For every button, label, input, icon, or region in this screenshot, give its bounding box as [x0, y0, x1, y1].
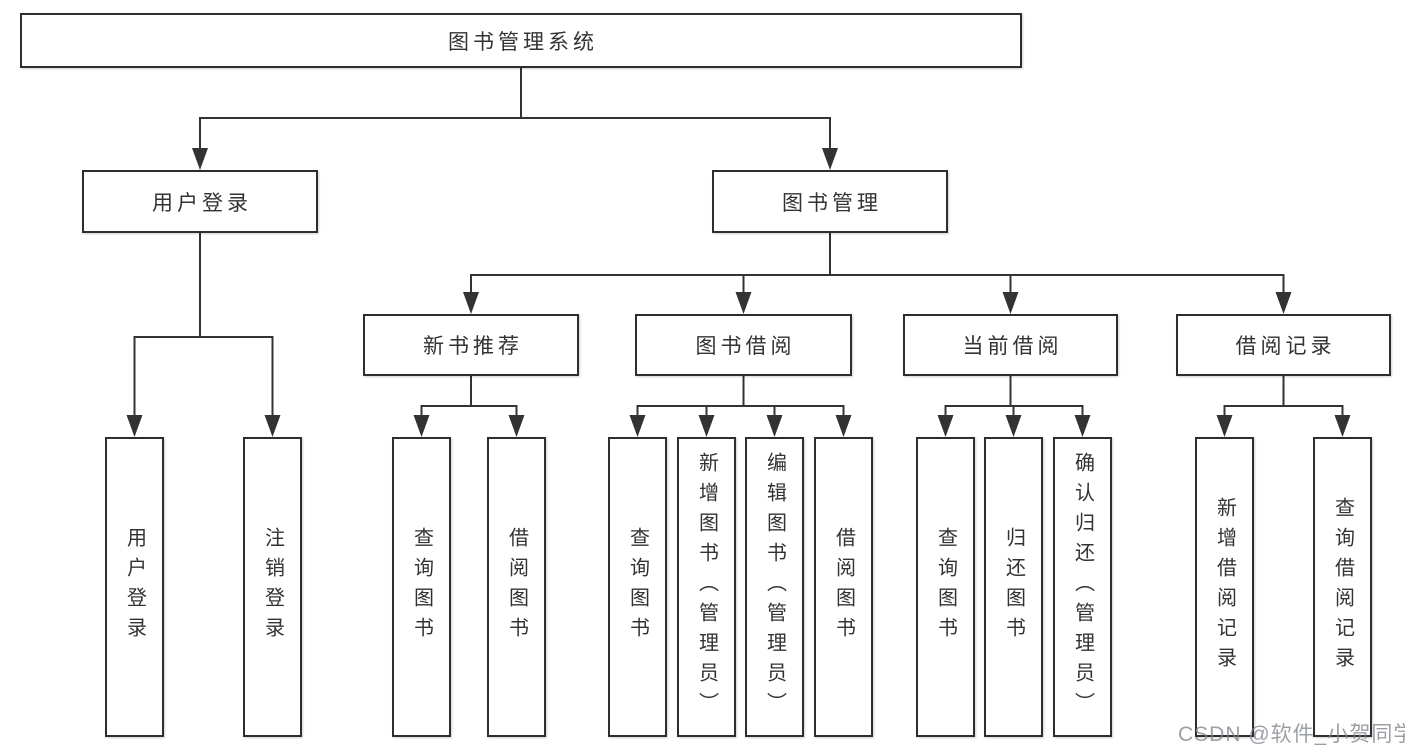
- watermark: CSDN @软件_小贺同学: [1178, 723, 1405, 746]
- node-leaf-borrow-books-recommend: 借阅图书: [487, 437, 546, 737]
- node-leaf-query-books-borrow: 查询图书: [608, 437, 667, 737]
- node-leaf-add-book-admin: 新增图书（管理员）: [677, 437, 736, 737]
- node-leaf-logout-login: 注销登录: [243, 437, 302, 737]
- node-new-book-recommend: 新书推荐: [363, 314, 579, 376]
- node-leaf-edit-book-admin: 编辑图书（管理员）: [745, 437, 804, 737]
- node-book-borrow: 图书借阅: [635, 314, 852, 376]
- node-leaf-query-books-current: 查询图书: [916, 437, 975, 737]
- node-book-management: 图书管理: [712, 170, 948, 233]
- node-leaf-confirm-return-admin: 确认归还（管理员）: [1053, 437, 1112, 737]
- node-leaf-query-books-recommend: 查询图书: [392, 437, 451, 737]
- node-leaf-add-borrow-record: 新增借阅记录: [1195, 437, 1254, 737]
- node-leaf-user-login: 用户登录: [105, 437, 164, 737]
- node-root: 图书管理系统: [20, 13, 1022, 68]
- node-user-login: 用户登录: [82, 170, 318, 233]
- node-leaf-query-borrow-record: 查询借阅记录: [1313, 437, 1372, 737]
- node-current-borrow: 当前借阅: [903, 314, 1118, 376]
- node-borrow-records: 借阅记录: [1176, 314, 1391, 376]
- node-leaf-return-books: 归还图书: [984, 437, 1043, 737]
- node-leaf-borrow-books: 借阅图书: [814, 437, 873, 737]
